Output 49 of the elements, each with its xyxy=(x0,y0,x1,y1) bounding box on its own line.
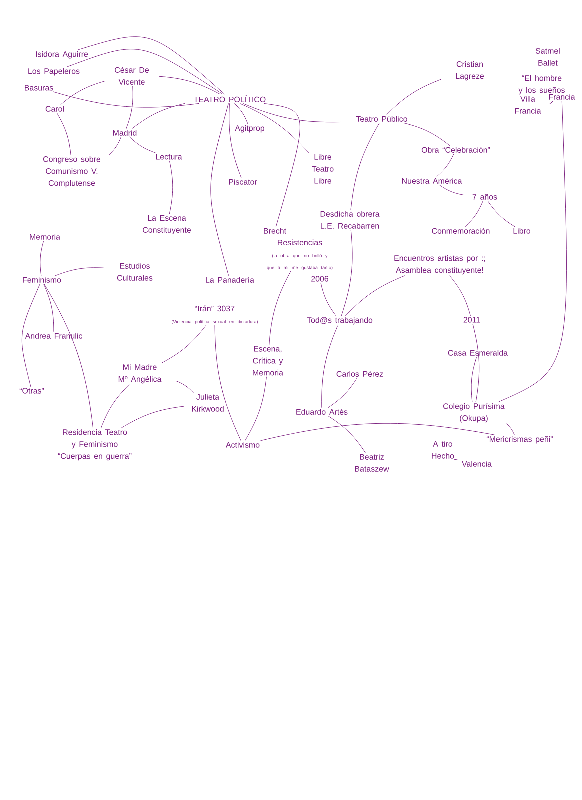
connector-line xyxy=(404,122,450,146)
connector-line xyxy=(126,86,134,130)
connector-line xyxy=(53,92,200,108)
connector-line xyxy=(234,103,248,124)
connector-line xyxy=(436,154,454,178)
connector-line xyxy=(162,325,206,364)
connector-line xyxy=(439,184,464,196)
connector-line xyxy=(341,230,353,316)
connector-line xyxy=(158,76,220,95)
connector-line xyxy=(328,378,358,408)
connector-line xyxy=(269,271,292,346)
connector-line xyxy=(240,103,310,154)
connector-line xyxy=(260,423,495,442)
connector-line xyxy=(350,122,380,210)
connector-line xyxy=(60,81,106,106)
connector-line xyxy=(488,200,516,228)
connector-line xyxy=(386,79,442,116)
connector-line xyxy=(132,103,186,130)
connector-line xyxy=(22,284,40,388)
connector-line xyxy=(472,324,480,402)
connector-line xyxy=(243,103,342,123)
connector-line xyxy=(44,284,94,428)
connector-line xyxy=(121,406,185,428)
connector-line xyxy=(78,36,225,95)
connector-line xyxy=(214,325,242,442)
connector-line xyxy=(109,136,122,156)
connector-line xyxy=(176,380,194,394)
connector-line xyxy=(66,49,224,95)
connector-line xyxy=(169,160,174,215)
connector-line xyxy=(450,276,471,316)
connector-line xyxy=(498,100,567,402)
connector-line xyxy=(320,282,336,316)
connector-line xyxy=(264,103,300,228)
connector-line xyxy=(471,356,478,402)
connector-line xyxy=(548,100,554,105)
connector-line xyxy=(44,284,54,332)
connector-line xyxy=(328,416,366,454)
connector-line xyxy=(40,240,44,276)
connector-line xyxy=(56,112,72,156)
connector-line xyxy=(55,268,104,276)
connector-line xyxy=(322,326,338,408)
connector-line xyxy=(210,103,230,276)
connector-line xyxy=(101,384,130,428)
connector-line xyxy=(345,276,406,316)
connector-line xyxy=(245,376,267,442)
connector-line xyxy=(465,200,484,228)
connector-line xyxy=(130,136,156,154)
connector-line xyxy=(229,103,242,178)
connector-line xyxy=(506,424,515,436)
